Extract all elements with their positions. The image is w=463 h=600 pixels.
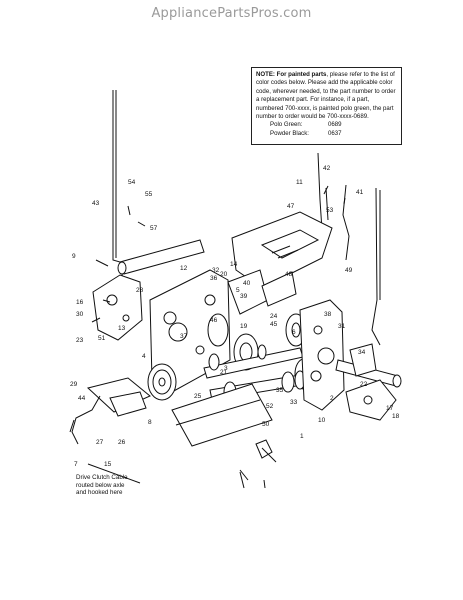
callout-label: 47 <box>287 203 295 210</box>
note-body: , please refer to the list of color code… <box>256 71 396 121</box>
clutch-line: and hooked here <box>76 489 123 497</box>
callout-label: 12 <box>180 265 188 272</box>
painted-parts-note: NOTE: For painted parts, please refer to… <box>251 67 402 145</box>
callout-label: 52 <box>266 403 274 410</box>
callout-label: 54 <box>128 179 136 186</box>
callout-label: 28 <box>136 287 144 294</box>
callout-label: 35 <box>276 387 284 394</box>
callout-label: 55 <box>145 191 153 198</box>
clutch-bracket <box>86 377 151 417</box>
left-side-bracket <box>92 274 143 341</box>
color-code-row: Polo Green: 0689 <box>270 121 397 129</box>
drive-clutch-cable <box>69 395 101 445</box>
color-name: Powder Black: <box>270 129 309 137</box>
callout-label: 25 <box>194 393 202 400</box>
drive-clutch-cable-label: Drive Clutch Cable routed below axle and… <box>76 474 156 497</box>
clutch-line: Drive Clutch Cable <box>76 474 128 481</box>
callout-label: 43 <box>92 200 100 207</box>
clutch-line: routed below axle <box>76 481 125 489</box>
note-heading: NOTE: For painted parts <box>256 71 327 78</box>
callout-label: 50 <box>262 421 270 428</box>
wheel <box>147 363 177 401</box>
leader-lines <box>87 185 346 489</box>
top-cover-plate <box>231 211 333 289</box>
callout-label: 33 <box>290 399 298 406</box>
right-control-rod <box>371 187 381 346</box>
callout-label: 3 <box>224 365 228 372</box>
callout-label: 14 <box>230 261 238 268</box>
callout-label: 13 <box>118 325 126 332</box>
callout-label: 38 <box>324 311 332 318</box>
lower-right-parts <box>239 439 277 481</box>
callout-label: 57 <box>150 225 158 232</box>
callout-label: 29 <box>70 381 78 388</box>
callout-label: 7 <box>74 461 78 468</box>
callout-label: 23 <box>76 337 84 344</box>
right-axle <box>335 343 402 388</box>
callout-label: 22 <box>360 381 368 388</box>
right-side-bracket <box>345 379 397 421</box>
callout-labels: 54 55 57 43 9 16 28 30 13 51 23 29 44 8 … <box>70 165 400 468</box>
color-code-list: Polo Green: 0689 Powder Black: 0637 <box>270 121 397 138</box>
callout-label: 40 <box>243 280 251 287</box>
callout-label: 45 <box>270 321 278 328</box>
bottom-plate <box>171 383 273 447</box>
color-name: Polo Green: <box>270 121 303 129</box>
callout-label: 18 <box>392 413 400 420</box>
callout-label: 16 <box>76 299 84 306</box>
color-code: 0637 <box>328 129 342 137</box>
callout-label: 26 <box>118 439 126 446</box>
callout-label: 51 <box>98 335 106 342</box>
center-housing <box>227 269 297 315</box>
callout-label: 19 <box>240 323 248 330</box>
callout-label: 1 <box>300 433 304 440</box>
callout-label: 27 <box>96 439 104 446</box>
upper-axle-left <box>117 239 205 275</box>
callout-label: 8 <box>148 419 152 426</box>
callout-label: 48 <box>285 271 293 278</box>
callout-label: 11 <box>296 179 303 186</box>
callout-label: 10 <box>318 417 326 424</box>
right-frame-plate <box>299 299 345 411</box>
callout-label: 53 <box>326 207 334 214</box>
callout-label: 20 <box>220 271 228 278</box>
callout-label: 36 <box>210 275 218 282</box>
callout-label: 31 <box>338 323 346 330</box>
callout-label: 41 <box>356 189 364 196</box>
watermark: AppliancePartsPros.com <box>151 6 312 21</box>
callout-label: 34 <box>358 349 366 356</box>
callout-label: 32 <box>212 267 220 274</box>
color-code-row: Powder Black: 0637 <box>270 130 397 138</box>
hex-shaft <box>203 344 304 379</box>
callout-label: 24 <box>270 313 278 320</box>
callout-label: 39 <box>240 293 248 300</box>
callout-label: 46 <box>210 317 218 324</box>
callout-label: 30 <box>76 311 84 318</box>
callout-label: 15 <box>104 461 112 468</box>
callout-label: 44 <box>78 395 86 402</box>
color-code: 0689 <box>328 121 342 129</box>
callout-label: 17 <box>386 405 394 412</box>
callout-label: 6 <box>292 329 296 336</box>
callout-label: 5 <box>236 287 240 294</box>
left-control-rod <box>112 90 124 281</box>
callout-label: 49 <box>345 267 353 274</box>
callout-label: 2 <box>330 395 334 402</box>
callout-label: 9 <box>72 253 76 260</box>
callout-label: 21 <box>220 369 228 376</box>
callout-label: 42 <box>323 165 331 172</box>
callout-label: 4 <box>142 353 146 360</box>
callout-label: 37 <box>180 333 188 340</box>
